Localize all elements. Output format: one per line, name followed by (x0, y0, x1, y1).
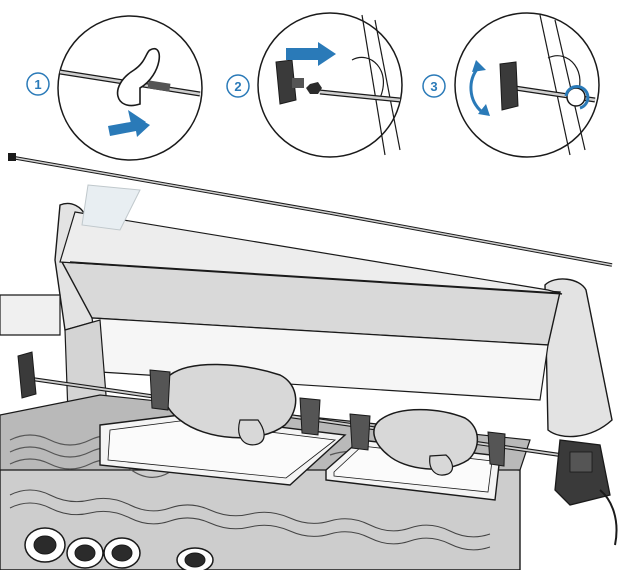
chicken-left (149, 363, 321, 446)
step-number-3: 3 (430, 79, 437, 94)
motor-icon (554, 439, 618, 546)
step-number-1: 1 (34, 77, 41, 92)
rotate-arrow-icon (116, 47, 161, 107)
drip-tray-left (99, 414, 347, 486)
control-knobs (24, 527, 214, 570)
step-3-callout: 3 (422, 12, 600, 158)
step-2-callout: 2 (226, 12, 403, 158)
handle-icon (275, 59, 297, 105)
handle-icon (17, 351, 37, 399)
chicken-right (349, 408, 506, 476)
front-fascia-pattern (9, 489, 491, 551)
spit-rod-separated (8, 153, 613, 267)
step-1-callout: 1 (26, 15, 203, 161)
rotate-arrow-icon (564, 84, 590, 110)
grill-lid (54, 184, 613, 438)
step-number-2: 2 (234, 79, 241, 94)
push-arrow-icon (108, 116, 150, 137)
